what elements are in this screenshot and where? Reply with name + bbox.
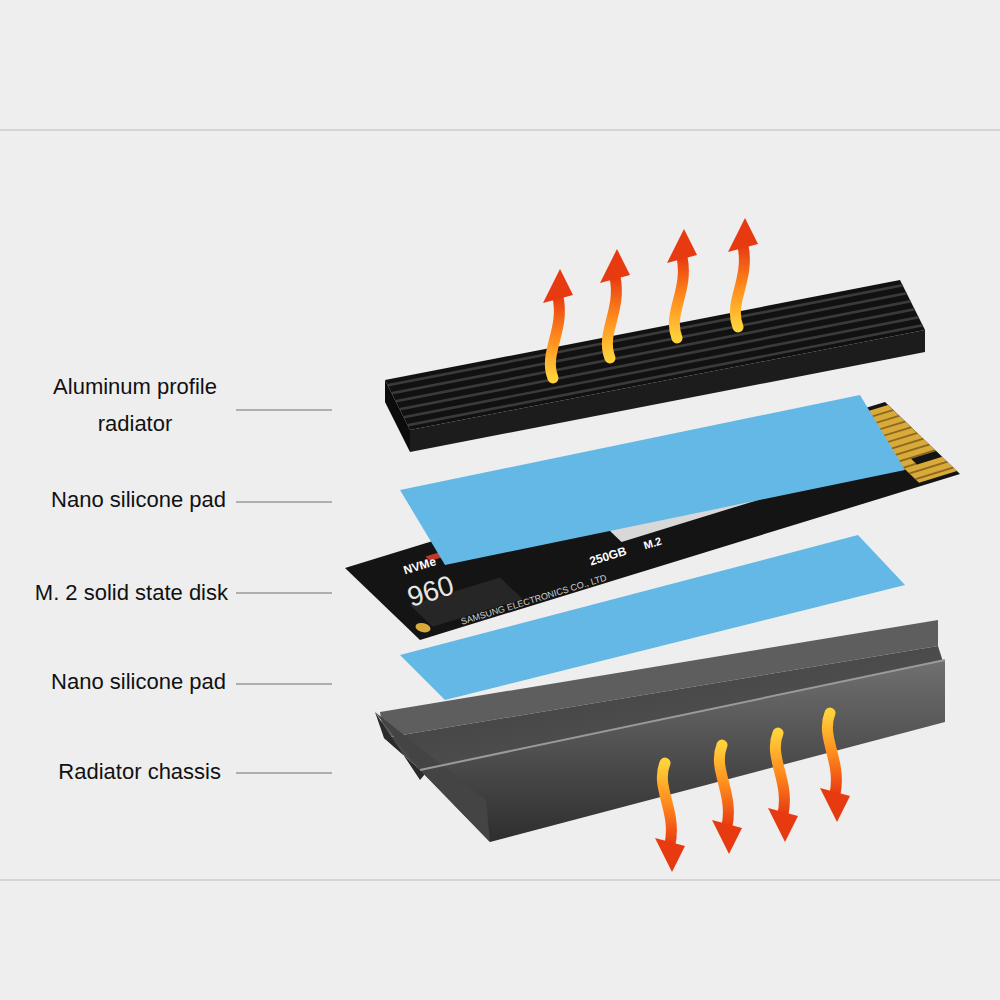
leader-lines [236,410,332,773]
aluminum-radiator [385,280,925,452]
chassis-front-wall [420,660,945,842]
radiator-fins [385,280,925,430]
rule-line [0,129,1000,131]
key-notch [911,451,942,464]
heat-arrow [820,713,850,822]
heat-arrow [600,249,630,358]
heat-arrow [543,269,573,378]
heat-arrow [712,745,742,854]
leader-line [236,772,332,774]
part-label: Aluminum profile radiator [30,368,240,443]
leader-line [236,592,332,594]
leader-line [236,683,332,685]
leader-line [236,501,332,503]
fin-base [385,280,925,430]
heat-arrow [728,218,758,327]
part-label: M. 2 solid state disk [6,574,228,611]
rule-line [0,879,1000,881]
part-label: Nano silicone pad [6,481,226,518]
leader-line [236,409,332,411]
heat-arrow [768,733,798,842]
heat-arrow [655,763,685,872]
heat-arrow [667,229,697,338]
part-label: Radiator chassis [6,753,221,790]
chassis-end-face [375,712,490,842]
mount-hole [413,622,434,634]
part-label: Nano silicone pad [6,663,226,700]
